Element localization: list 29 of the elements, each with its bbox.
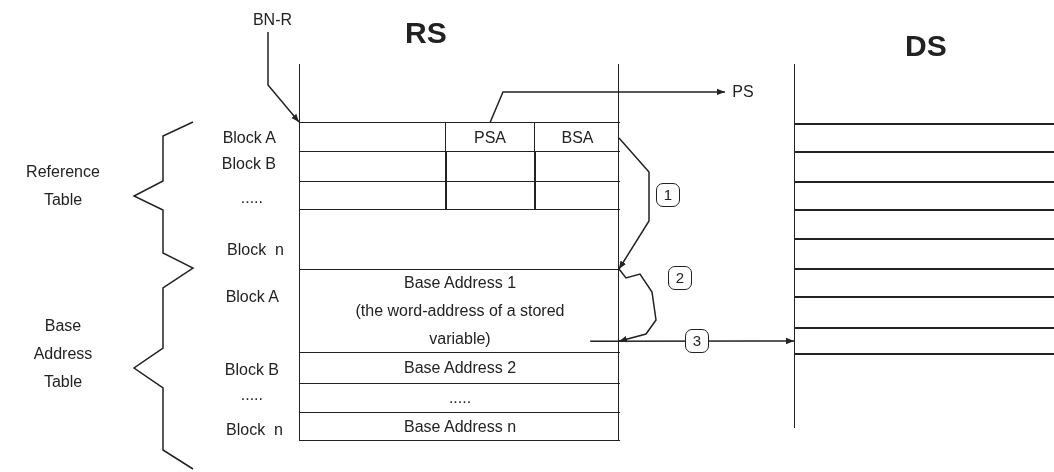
row-label: Block n xyxy=(226,241,284,259)
cell-text: BSA xyxy=(560,127,595,148)
table-name: Reference Table xyxy=(25,162,101,210)
arrow xyxy=(489,88,726,123)
step-number: 2 xyxy=(668,266,692,290)
row-label: ..... xyxy=(239,189,263,207)
node-label: PS xyxy=(728,82,758,104)
cell-text: Base Address 2 xyxy=(402,358,518,378)
cell-text: Base Address 1 xyxy=(402,273,518,293)
step-number: 3 xyxy=(685,329,709,353)
row-label: ..... xyxy=(239,386,263,404)
cell-text: ..... xyxy=(447,388,473,408)
arrow xyxy=(618,268,657,343)
row-label: Block B xyxy=(223,361,279,379)
table-name: Base Address Table xyxy=(32,316,94,392)
arrow xyxy=(267,31,300,123)
segment-title: RS xyxy=(405,16,447,50)
cell-note: (the word-address of a stored variable) xyxy=(354,301,566,349)
row-label: Block A xyxy=(221,129,276,147)
arrow xyxy=(589,337,795,345)
step-number: 1 xyxy=(656,183,680,207)
arrow xyxy=(618,137,650,270)
row-label: Block n xyxy=(225,421,283,439)
row-label: Block A xyxy=(224,288,279,306)
row-label: Block B xyxy=(220,155,276,173)
segment-title: DS xyxy=(905,29,947,63)
cell-text: PSA xyxy=(473,127,507,148)
node-label: BN-R xyxy=(250,10,295,32)
cell-text: Base Address n xyxy=(402,416,518,437)
